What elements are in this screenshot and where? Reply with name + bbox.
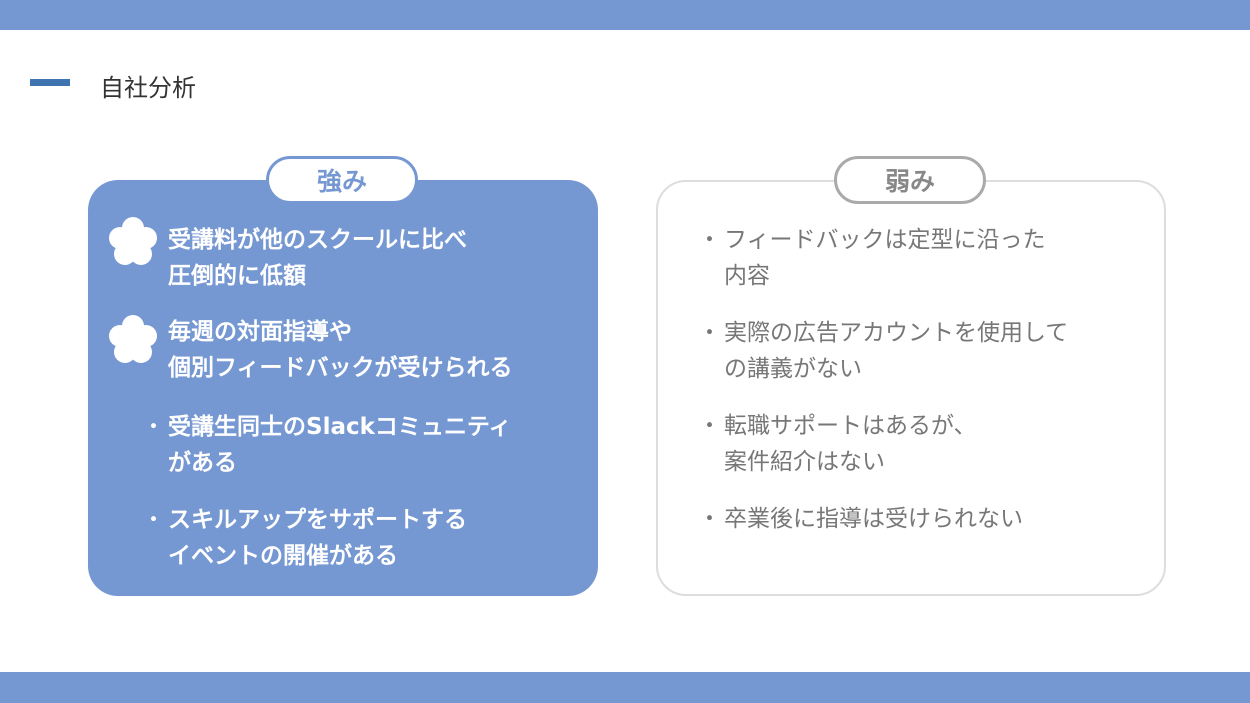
bullet: ・ (698, 320, 721, 346)
flower-icon (109, 315, 157, 363)
strength-item: スキルアップをサポートする イベントの開催がある (168, 507, 467, 569)
bullet: ・ (698, 506, 721, 532)
flower-icon (109, 217, 157, 265)
bullet: ・ (698, 227, 721, 253)
strength-item: 受講料が他のスクールに比べ 圧倒的に低額 (168, 227, 467, 289)
strength-item: 受講生同士のSlackコミュニティ がある (168, 414, 512, 476)
page-title: 自社分析 (100, 74, 196, 102)
bottom-bar (0, 672, 1250, 703)
weaknesses-label: 弱み (834, 156, 986, 204)
bullet: ・ (142, 507, 165, 533)
bullet: ・ (142, 414, 165, 440)
weaknesses-card (656, 180, 1166, 596)
bullet: ・ (698, 413, 721, 439)
weakness-item: フィードバックは定型に沿った 内容 (724, 227, 1046, 289)
strengths-card (88, 180, 598, 596)
title-dash (30, 79, 70, 86)
top-bar (0, 0, 1250, 30)
weakness-item: 実際の広告アカウントを使用して の講義がない (724, 320, 1069, 382)
weakness-item: 卒業後に指導は受けられない (724, 506, 1023, 532)
weakness-item: 転職サポートはあるが、 案件紹介はない (724, 413, 977, 475)
strengths-label: 強み (266, 156, 418, 204)
strength-item: 毎週の対面指導や 個別フィードバックが受けられる (168, 319, 513, 381)
